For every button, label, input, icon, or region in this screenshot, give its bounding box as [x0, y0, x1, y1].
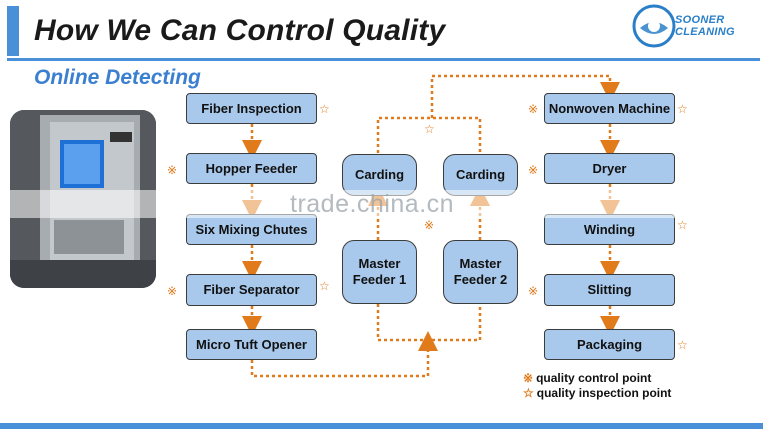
step-master-feeder-1: Master Feeder 1 [342, 240, 417, 304]
quality-control-point-icon: ※ [167, 163, 178, 177]
step-dryer: Dryer [544, 153, 675, 184]
step-six-mixing-chutes: Six Mixing Chutes [186, 214, 317, 245]
quality-inspection-point-icon: ☆ [677, 338, 688, 352]
quality-control-point-icon: ※ [528, 284, 539, 298]
company-logo-text: SOONER CLEANING [675, 14, 735, 38]
step-nonwoven-machine: Nonwoven Machine [544, 93, 675, 124]
page-title: How We Can Control Quality [34, 14, 446, 47]
legend-item-inspection: ☆quality inspection point [523, 386, 671, 400]
step-carding-2: Carding [443, 154, 518, 196]
watermark-text: trade.china.cn [290, 190, 455, 218]
step-master-feeder-2: Master Feeder 2 [443, 240, 518, 304]
quality-control-point-icon: ※ [167, 284, 178, 298]
quality-inspection-point-icon: ☆ [677, 102, 688, 116]
step-slitting: Slitting [544, 274, 675, 306]
step-packaging: Packaging [544, 329, 675, 360]
step-micro-tuft-opener: Micro Tuft Opener [186, 329, 317, 360]
quality-inspection-point-icon: ☆ [677, 218, 688, 232]
quality-inspection-point-icon: ☆ [424, 122, 435, 136]
step-fiber-inspection: Fiber Inspection [186, 93, 317, 124]
legend-item-control: ※quality control point [523, 371, 651, 385]
quality-control-point-icon: ※ [528, 163, 539, 177]
watermark-band [0, 190, 763, 218]
section-subtitle: Online Detecting [34, 66, 201, 89]
legend-label: quality control point [536, 371, 652, 385]
step-hopper-feeder: Hopper Feeder [186, 153, 317, 184]
company-logo-icon [632, 4, 676, 48]
quality-inspection-point-icon: ☆ [319, 279, 330, 293]
legend-label: quality inspection point [536, 386, 672, 400]
quality-control-point-icon: ※ [523, 371, 534, 385]
flow-connector [376, 304, 482, 342]
title-accent-bar [7, 6, 19, 56]
quality-inspection-point-icon: ☆ [523, 386, 534, 400]
step-winding: Winding [544, 214, 675, 245]
quality-control-point-icon: ※ [528, 102, 539, 116]
quality-control-point-icon: ※ [424, 218, 435, 232]
footer-divider [0, 423, 763, 429]
step-fiber-separator: Fiber Separator [186, 274, 317, 306]
title-divider [7, 58, 760, 61]
quality-inspection-point-icon: ☆ [319, 102, 330, 116]
